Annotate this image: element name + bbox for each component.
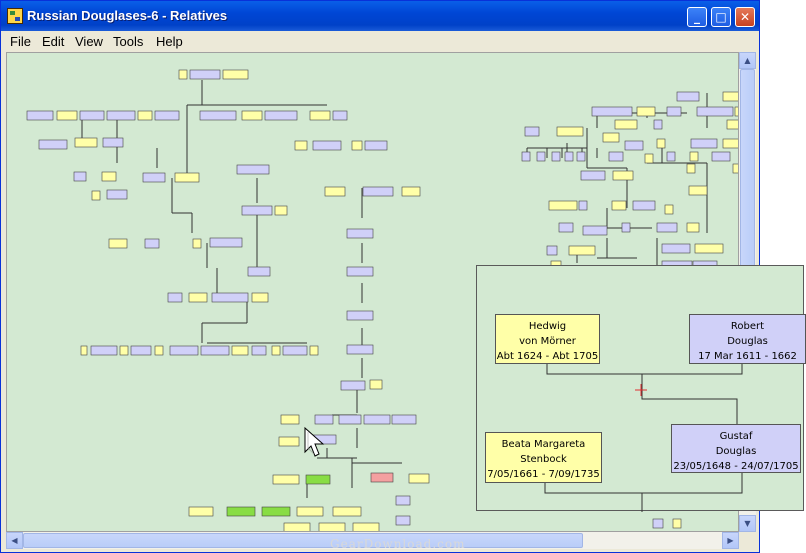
tree-diagram[interactable]: [7, 53, 739, 532]
menu-view[interactable]: View: [75, 34, 103, 49]
person-card-gustaf[interactable]: Gustaf Douglas 23/05/1648 - 24/07/1705: [671, 424, 801, 473]
scroll-right-button[interactable]: ▶: [722, 532, 739, 549]
menu-file[interactable]: File: [10, 34, 31, 49]
arrow-cursor-icon: [304, 426, 325, 457]
menu-bar: File Edit View Tools Help: [4, 31, 756, 51]
person-card-name: Douglas: [715, 446, 757, 457]
maximize-button[interactable]: □: [711, 7, 731, 27]
person-card-beata[interactable]: Beata Margareta Stenbock 7/05/1661 - 7/0…: [485, 432, 602, 483]
window-title: Russian Douglases-6 - Relatives: [27, 8, 228, 23]
person-card-name: Douglas: [727, 336, 768, 347]
menu-help[interactable]: Help: [156, 34, 183, 49]
menu-edit[interactable]: Edit: [42, 34, 65, 49]
person-card-hedwig[interactable]: Hedwig von Mörner Abt 1624 - Abt 1705: [495, 314, 600, 364]
person-card-dates: 17 Mar 1611 - 1662: [698, 351, 797, 362]
app-window: Russian Douglases-6 - Relatives _ □ ✕ Fi…: [0, 0, 760, 553]
family-tree-icon[interactable]: [7, 8, 23, 24]
person-card-name: Stenbock: [520, 454, 567, 465]
close-button[interactable]: ✕: [735, 7, 755, 27]
plus-marker-icon: [635, 384, 647, 396]
scroll-left-button[interactable]: ◀: [6, 532, 23, 549]
person-card-robert[interactable]: Robert Douglas 17 Mar 1611 - 1662: [689, 314, 806, 364]
person-card-dates: 7/05/1661 - 7/09/1735: [487, 469, 600, 480]
horizontal-scrollbar[interactable]: ◀ ▶: [6, 532, 739, 549]
watermark: GearDownload.com: [330, 537, 466, 551]
person-card-dates: 23/05/1648 - 24/07/1705: [673, 461, 799, 472]
person-card-name: Hedwig: [528, 321, 567, 332]
minimize-button[interactable]: _: [687, 7, 707, 27]
person-card-name: Beata Margareta: [501, 439, 586, 450]
person-card-dates: Abt 1624 - Abt 1705: [496, 351, 599, 362]
person-card-name: von Mörner: [519, 336, 576, 347]
person-card-name: Robert: [730, 321, 765, 332]
scroll-down-button[interactable]: ▼: [739, 515, 756, 532]
title-bar[interactable]: Russian Douglases-6 - Relatives _ □ ✕: [1, 1, 759, 31]
horizontal-scroll-thumb[interactable]: [23, 533, 583, 548]
family-detail-popup: Hedwig von Mörner Abt 1624 - Abt 1705 Ro…: [476, 265, 806, 512]
person-boxes: [26, 69, 738, 531]
scroll-up-button[interactable]: ▲: [739, 52, 756, 69]
person-card-name: Gustaf: [719, 431, 753, 442]
popup-connectors: [544, 364, 743, 512]
menu-tools[interactable]: Tools: [113, 34, 144, 49]
